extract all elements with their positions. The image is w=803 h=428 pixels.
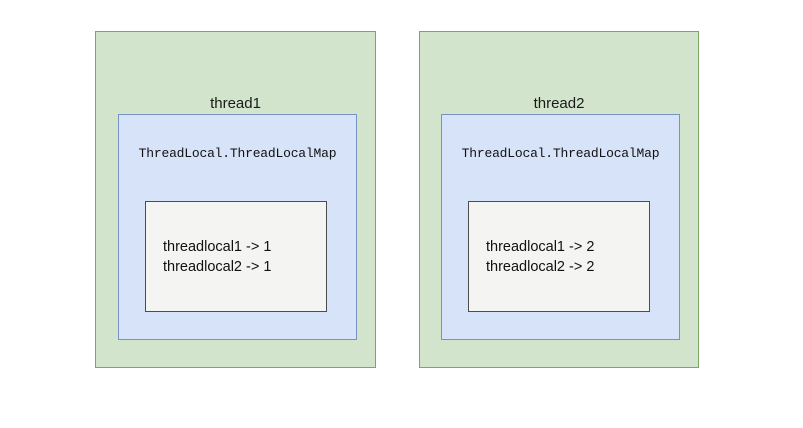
threadlocalmap-entries-box-1: threadlocal1 -> 1 threadlocal2 -> 1 xyxy=(145,201,327,312)
entry-row: threadlocal1 -> 2 xyxy=(486,239,595,255)
thread-container-1: thread1 ThreadLocal.ThreadLocalMap threa… xyxy=(95,31,376,368)
thread-title-2: thread2 xyxy=(533,95,585,112)
entry-row: threadlocal1 -> 1 xyxy=(163,239,272,255)
entry-row: threadlocal2 -> 1 xyxy=(163,259,272,275)
threadlocalmap-title-2: ThreadLocal.ThreadLocalMap xyxy=(461,146,660,161)
thread-title-1: thread1 xyxy=(210,95,261,112)
entries-list-1: threadlocal1 -> 1 threadlocal2 -> 1 xyxy=(163,237,320,277)
threadlocalmap-container-1: ThreadLocal.ThreadLocalMap threadlocal1 … xyxy=(118,114,357,340)
threadlocalmap-entries-box-2: threadlocal1 -> 2 threadlocal2 -> 2 xyxy=(468,201,650,312)
threadlocalmap-title-1: ThreadLocal.ThreadLocalMap xyxy=(138,146,337,161)
entries-list-2: threadlocal1 -> 2 threadlocal2 -> 2 xyxy=(486,237,643,277)
thread-container-2: thread2 ThreadLocal.ThreadLocalMap threa… xyxy=(419,31,699,368)
threadlocalmap-container-2: ThreadLocal.ThreadLocalMap threadlocal1 … xyxy=(441,114,680,340)
entry-row: threadlocal2 -> 2 xyxy=(486,259,595,275)
